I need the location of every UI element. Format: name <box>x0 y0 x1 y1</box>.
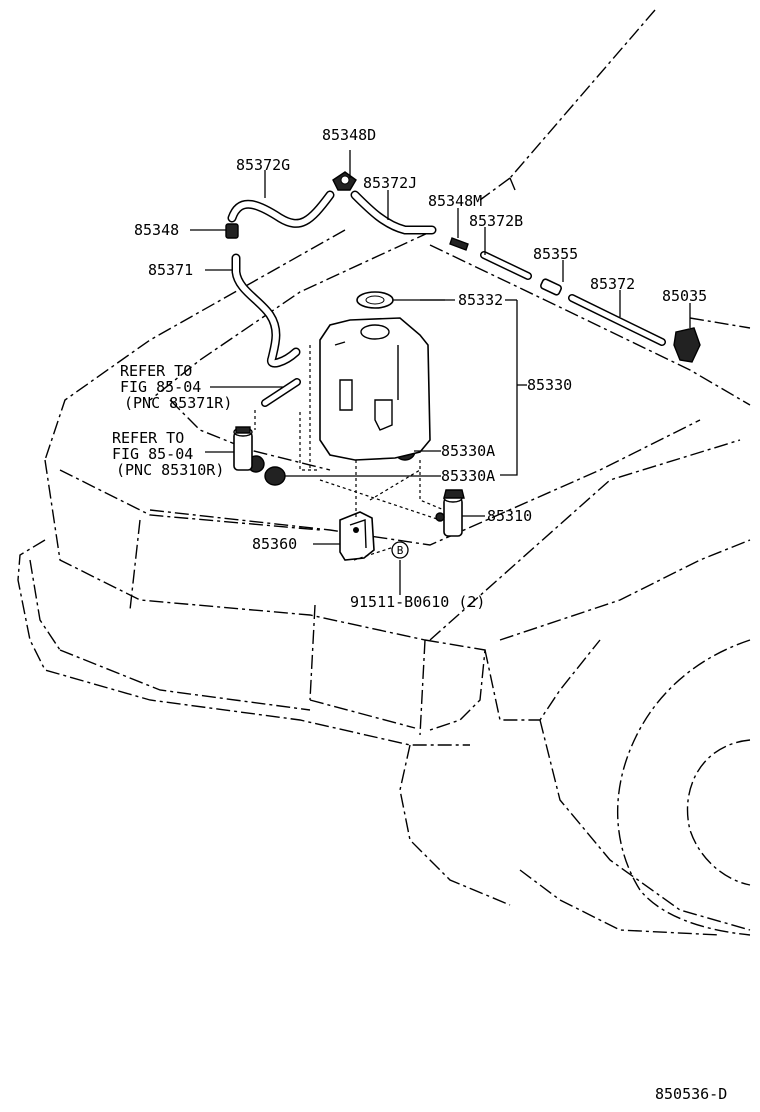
grommet-85330A-2 <box>264 466 286 486</box>
label-85332: 85332 <box>458 291 503 309</box>
label-85348: 85348 <box>134 221 179 239</box>
nozzle-85035 <box>673 327 701 363</box>
ref1-line2: FIG 85-04 <box>120 378 201 396</box>
connection-lines <box>254 345 445 561</box>
label-85372J: 85372J <box>363 174 417 192</box>
bracket-85360 <box>339 511 375 561</box>
label-85330: 85330 <box>527 376 572 394</box>
label-85355: 85355 <box>533 245 578 263</box>
vehicle-body-outline <box>17 9 751 936</box>
label-91511: 91511-B0610 (2) <box>350 593 485 611</box>
ref1-line3: (PNC 85371R) <box>124 394 232 412</box>
bolt-mark: B <box>391 541 409 559</box>
ref2-line2: FIG 85-04 <box>112 445 193 463</box>
label-85360: 85360 <box>252 535 297 553</box>
pump-85310R <box>233 426 253 471</box>
label-85330A-2: 85330A <box>441 467 495 485</box>
leader-lines <box>190 150 691 595</box>
valve-85355 <box>540 278 562 296</box>
ref2-line1: REFER TO <box>112 429 184 447</box>
joint-85348 <box>225 223 239 239</box>
reference-note-85371R: REFER TO FIG 85-04 (PNC 85371R) <box>120 362 232 412</box>
label-85371: 85371 <box>148 261 193 279</box>
label-85310: 85310 <box>487 507 532 525</box>
joint-85348D <box>332 171 357 191</box>
diagram-id: 850536-D <box>655 1085 727 1103</box>
ref2-line3: (PNC 85310R) <box>116 461 224 479</box>
hose-parts <box>227 190 666 407</box>
ref1-line1: REFER TO <box>120 362 192 380</box>
joint-85348M <box>449 237 469 251</box>
bolt-mark-label: B <box>397 544 404 557</box>
reference-note-85310R: REFER TO FIG 85-04 (PNC 85310R) <box>112 429 224 479</box>
label-85372: 85372 <box>590 275 635 293</box>
label-85348M: 85348M <box>428 192 482 210</box>
label-85348D: 85348D <box>322 126 376 144</box>
pump-85310 <box>435 489 465 537</box>
label-85035: 85035 <box>662 287 707 305</box>
label-85330A-1: 85330A <box>441 442 495 460</box>
washer-jar-85330 <box>319 317 431 461</box>
part-labels: 85348D 85372G 85372J 85348 85371 85348M … <box>134 126 707 611</box>
label-85372B: 85372B <box>469 212 523 230</box>
label-85372G: 85372G <box>236 156 290 174</box>
